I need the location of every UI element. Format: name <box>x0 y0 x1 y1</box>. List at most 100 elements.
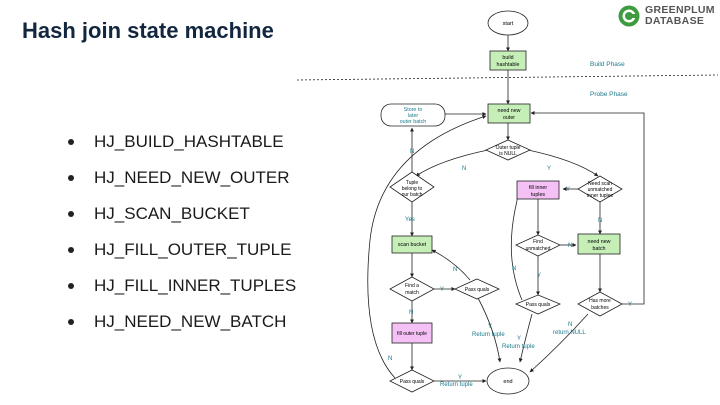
edge-label-yes: Yes <box>405 217 415 223</box>
state-list-item: HJ_SCAN_BUCKET <box>68 196 296 232</box>
node-scan-bucket-label: scan bucket <box>398 242 427 248</box>
node-outer-null <box>485 139 531 161</box>
node-build-hashtable-label-2: hashtable <box>497 62 520 68</box>
greenplum-logo: GREENPLUM DATABASE <box>617 4 715 28</box>
build-phase-label: Build Phase <box>590 61 625 68</box>
edge-label-n: N <box>512 266 516 272</box>
node-build-hashtable <box>489 50 527 71</box>
node-need-new-outer <box>487 103 531 124</box>
node-need-new-batch-label-1: need new <box>588 239 611 245</box>
edge-label-n: N <box>453 267 457 273</box>
node-has-more-batches <box>577 291 623 317</box>
edge-label-y: Y <box>517 336 521 342</box>
node-find-match-label-1: Find a <box>405 283 419 289</box>
probe-phase-label: Probe Phase <box>590 91 628 98</box>
node-need-new-outer-label-1: need new <box>498 108 521 114</box>
node-find-match-label-2: match <box>405 290 419 296</box>
node-fill-outer-tuple-label: fill outer tuple <box>397 331 427 337</box>
edge-label-y: Y <box>537 273 541 279</box>
node-pass-quals-2 <box>514 294 562 315</box>
node-find-match <box>389 276 435 302</box>
bullet-dot <box>68 211 74 217</box>
node-pass-quals-1 <box>454 278 500 300</box>
node-end <box>486 367 530 395</box>
edge-label-n: N <box>409 310 413 316</box>
node-need-new-batch-label-2: batch <box>593 246 606 252</box>
node-store-later-label-1: Store to <box>404 107 423 113</box>
node-fill-inner-label-1: fill inner <box>529 185 547 191</box>
node-pass-quals-3 <box>389 369 435 393</box>
edge-label-return-null: return NULL <box>553 330 586 336</box>
state-name: HJ_FILL_OUTER_TUPLE <box>94 240 292 259</box>
node-store-later-label-3: outer batch <box>400 119 427 125</box>
node-tuple-belong-label-3: our batch <box>402 192 423 198</box>
edge-passquals2-end <box>518 313 533 363</box>
edge-passquals3-neednew <box>367 115 487 379</box>
bullet-dot <box>68 319 74 325</box>
node-find-unmatched-label-2: unmatched <box>526 246 551 252</box>
edge-label-n: N <box>462 166 466 172</box>
edge-hasmore-end <box>529 313 589 373</box>
edge-outernull-scanunmatched <box>527 149 599 177</box>
node-tuple-belong-label-1: Tuple <box>406 180 419 186</box>
node-need-scan-unmatched <box>577 175 623 203</box>
edge-label-n: N <box>388 356 392 362</box>
edge-label-y: Y <box>440 287 444 293</box>
bullet-dot <box>68 247 74 253</box>
node-need-scan-unmatched-label-1: Need scan <box>588 181 612 187</box>
edge-label-y: Y <box>458 375 462 381</box>
edge-label-n: N <box>568 322 572 328</box>
node-pass-quals-3-label: Pass quals <box>400 379 425 385</box>
node-fill-inner-label-2: tuples <box>531 192 545 198</box>
node-has-more-batches-label-2: batches <box>591 305 609 311</box>
edge-label-n: N <box>598 218 602 224</box>
state-name: HJ_NEED_NEW_BATCH <box>94 312 287 331</box>
state-name: HJ_BUILD_HASHTABLE <box>94 132 284 151</box>
state-list: HJ_BUILD_HASHTABLE HJ_NEED_NEW_OUTER HJ_… <box>68 124 296 340</box>
edge-outernull-belong <box>415 149 489 177</box>
node-has-more-batches-label-1: Has more <box>589 298 611 304</box>
state-list-item: HJ_FILL_INNER_TUPLES <box>68 268 296 304</box>
edge-label-n: N <box>568 243 572 249</box>
bullet-dot <box>68 283 74 289</box>
node-build-hashtable-label-1: build <box>502 55 513 61</box>
state-name: HJ_SCAN_BUCKET <box>94 204 250 223</box>
bullet-dot <box>68 175 74 181</box>
edge-label-n: N <box>410 149 414 155</box>
node-start-label: start <box>503 21 514 27</box>
node-find-unmatched <box>515 234 561 257</box>
edge-label-y: Y <box>566 187 570 193</box>
logo-line-1: GREENPLUM <box>645 4 715 16</box>
node-need-new-outer-label-2: outer <box>503 115 515 121</box>
node-need-scan-unmatched-label-2: unmatched <box>588 187 613 193</box>
node-pass-quals-1-label: Pass quals <box>465 287 490 293</box>
edge-label-return-tuple: Return tuple <box>440 382 473 388</box>
edge-passquals1-end <box>477 297 502 363</box>
edge-passquals2-fillinner <box>510 183 523 301</box>
logo-line-2: DATABASE <box>645 15 705 27</box>
edge-passquals1-scanbucket <box>431 249 471 281</box>
edge-label-y: Y <box>628 302 632 308</box>
bullet-dot <box>68 139 74 145</box>
node-end-label: end <box>503 379 512 385</box>
greenplum-logo-icon <box>618 5 640 27</box>
node-pass-quals-2-label: Pass quals <box>526 302 551 308</box>
state-name: HJ_NEED_NEW_OUTER <box>94 168 290 187</box>
node-find-unmatched-label-1: Find <box>533 239 543 245</box>
state-list-item: HJ_NEED_NEW_OUTER <box>68 160 296 196</box>
node-fill-inner <box>516 180 560 200</box>
edge-label-y: Y <box>488 324 492 330</box>
node-start <box>487 10 529 36</box>
edge-label-return-tuple: Return tuple <box>502 344 535 350</box>
node-tuple-belong-label-2: belong to <box>402 186 423 192</box>
edge-hasmore-neednew <box>530 111 645 305</box>
node-outer-null-label-2: is NULL <box>499 151 517 157</box>
node-store-later <box>380 103 446 127</box>
edge-label-return-tuple: Return tuple <box>472 332 505 338</box>
state-list-item: HJ_NEED_NEW_BATCH <box>68 304 296 340</box>
node-need-new-batch <box>577 233 621 255</box>
state-list-item: HJ_BUILD_HASHTABLE <box>68 124 296 160</box>
node-tuple-belong <box>389 171 435 203</box>
slide-title: Hash join state machine <box>22 18 274 43</box>
